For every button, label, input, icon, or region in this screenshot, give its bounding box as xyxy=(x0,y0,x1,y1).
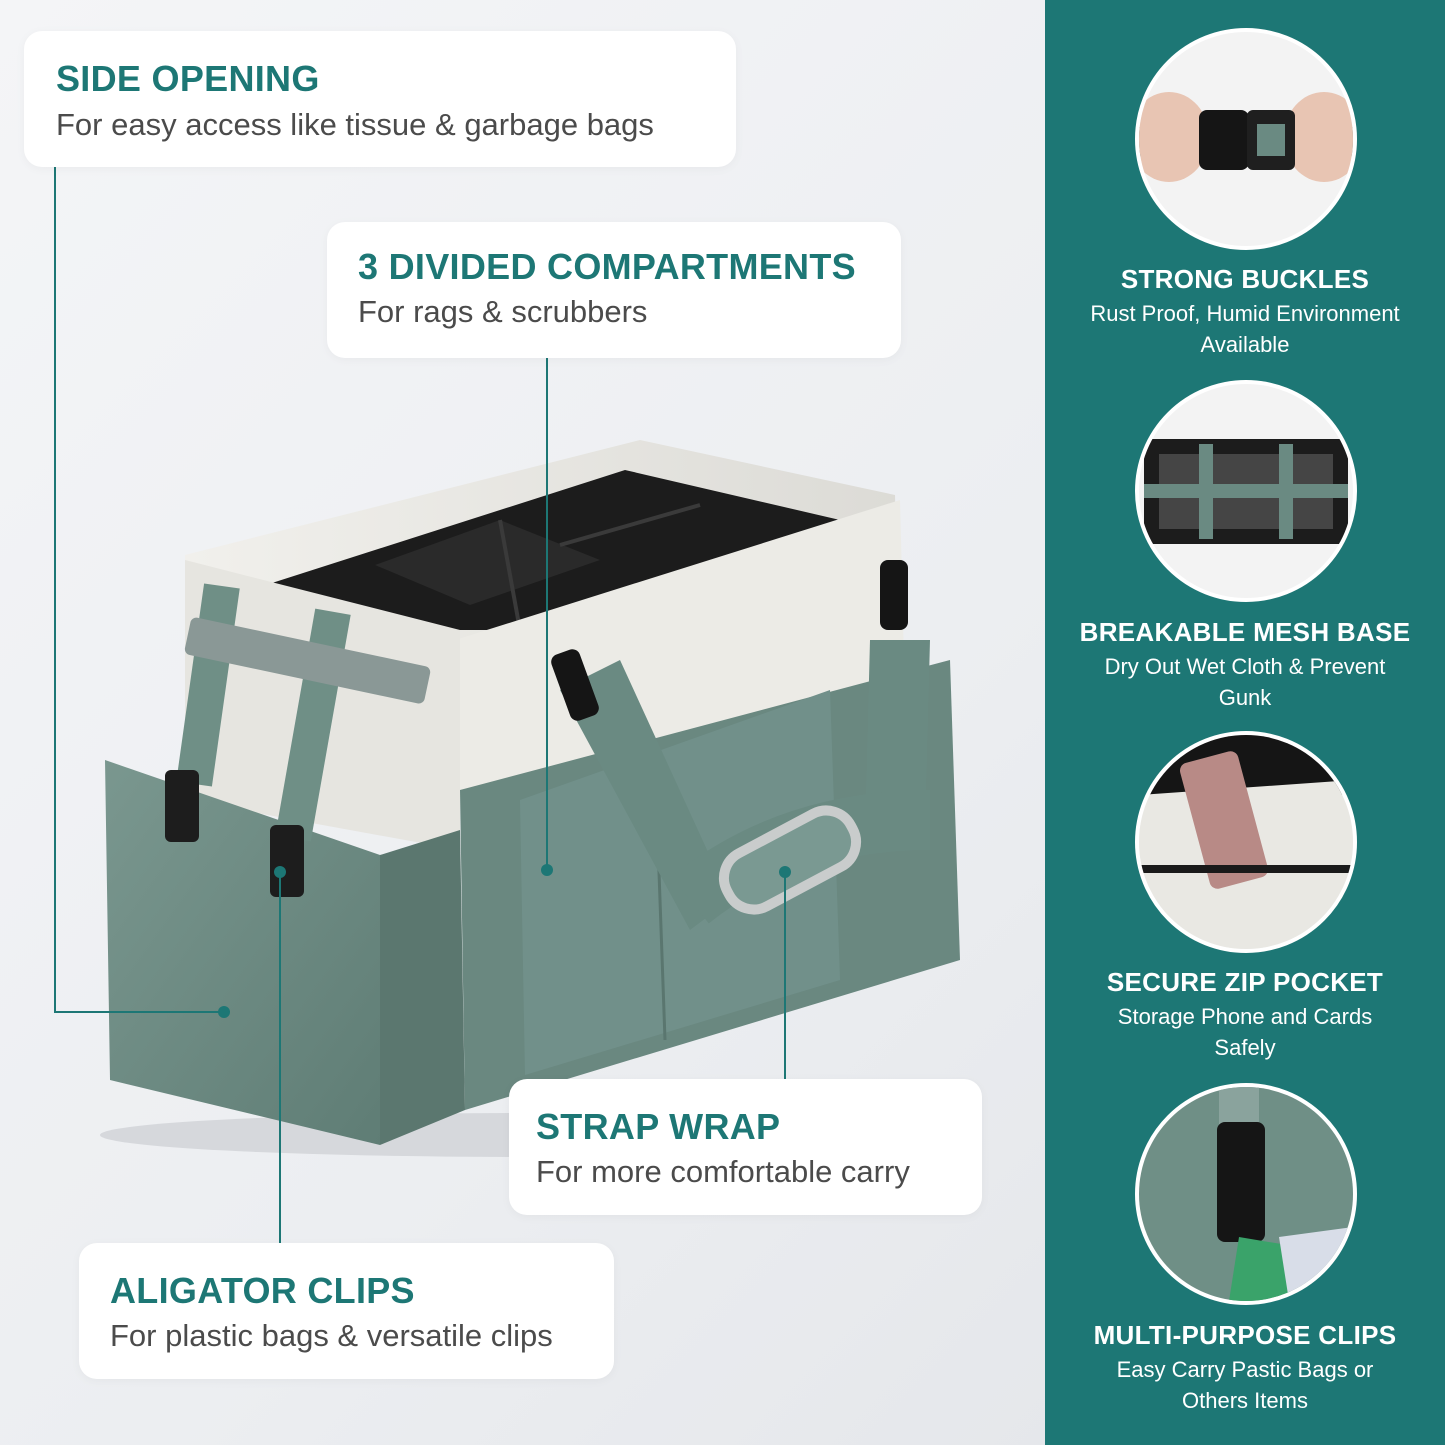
feature-desc-line1: Easy Carry Pastic Bags or xyxy=(1116,1357,1374,1382)
feature-multi-purpose-clips: MULTI-PURPOSE CLIPS Easy Carry Pastic Ba… xyxy=(1045,0,1445,1420)
feature-desc-line2: Gunk xyxy=(1218,685,1272,710)
zip-pocket-icon xyxy=(1135,731,1357,953)
features-panel: STRONG BUCKLES Rust Proof, Humid Environ… xyxy=(1045,0,1445,1445)
compartments-marker xyxy=(541,864,553,876)
feature-mesh-base: BREAKABLE MESH BASE Dry Out Wet Cloth & … xyxy=(1045,0,1445,720)
callout-title: SIDE OPENING xyxy=(56,58,320,99)
compartments-callout: 3 DIVIDED COMPARTMENTS For rags & scrubb… xyxy=(327,222,901,358)
clips-leader xyxy=(279,873,281,1243)
mesh-base-icon xyxy=(1135,380,1357,602)
feature-desc-line2: Others Items xyxy=(1182,1388,1308,1413)
feature-title: BREAKABLE MESH BASE xyxy=(1079,617,1411,647)
callout-title: 3 DIVIDED COMPARTMENTS xyxy=(358,246,856,287)
side-opening-leader-vertical xyxy=(54,165,56,1013)
callout-subtitle: For rags & scrubbers xyxy=(358,294,648,329)
strap-wrap-marker xyxy=(779,866,791,878)
callout-subtitle: For plastic bags & versatile clips xyxy=(110,1318,553,1353)
compartments-leader xyxy=(546,357,548,871)
side-opening-marker xyxy=(218,1006,230,1018)
feature-title: MULTI-PURPOSE CLIPS xyxy=(1093,1320,1397,1350)
feature-desc-line2: Safely xyxy=(1214,1035,1276,1060)
feature-desc-line1: Storage Phone and Cards xyxy=(1117,1004,1373,1029)
callout-subtitle: For more comfortable carry xyxy=(536,1154,910,1189)
feature-title: SECURE ZIP POCKET xyxy=(1106,967,1384,997)
callout-title: STRAP WRAP xyxy=(536,1106,781,1147)
strap-wrap-callout: STRAP WRAP For more comfortable carry xyxy=(509,1079,982,1215)
clips-marker xyxy=(274,866,286,878)
feature-desc-line2: Available xyxy=(1200,332,1290,357)
feature-desc-line1: Dry Out Wet Cloth & Prevent xyxy=(1104,654,1386,679)
feature-title: STRONG BUCKLES xyxy=(1120,264,1370,294)
tote-bag-image xyxy=(100,440,960,1157)
callout-subtitle: For easy access like tissue & garbage ba… xyxy=(56,107,654,142)
feature-strong-buckles: STRONG BUCKLES Rust Proof, Humid Environ… xyxy=(1045,0,1445,360)
clip-icon xyxy=(1135,1083,1357,1305)
buckle-icon xyxy=(1135,28,1357,250)
aligator-clips-callout: ALIGATOR CLIPS For plastic bags & versat… xyxy=(79,1243,614,1379)
strap-wrap-leader xyxy=(784,873,786,1079)
feature-zip-pocket: SECURE ZIP POCKET Storage Phone and Card… xyxy=(1045,0,1445,1070)
side-opening-leader-horizontal xyxy=(54,1011,224,1013)
side-opening-callout: SIDE OPENING For easy access like tissue… xyxy=(24,31,736,167)
callout-title: ALIGATOR CLIPS xyxy=(110,1270,415,1311)
product-showcase: SIDE OPENING For easy access like tissue… xyxy=(24,31,982,1379)
feature-desc-line1: Rust Proof, Humid Environment xyxy=(1090,301,1400,326)
